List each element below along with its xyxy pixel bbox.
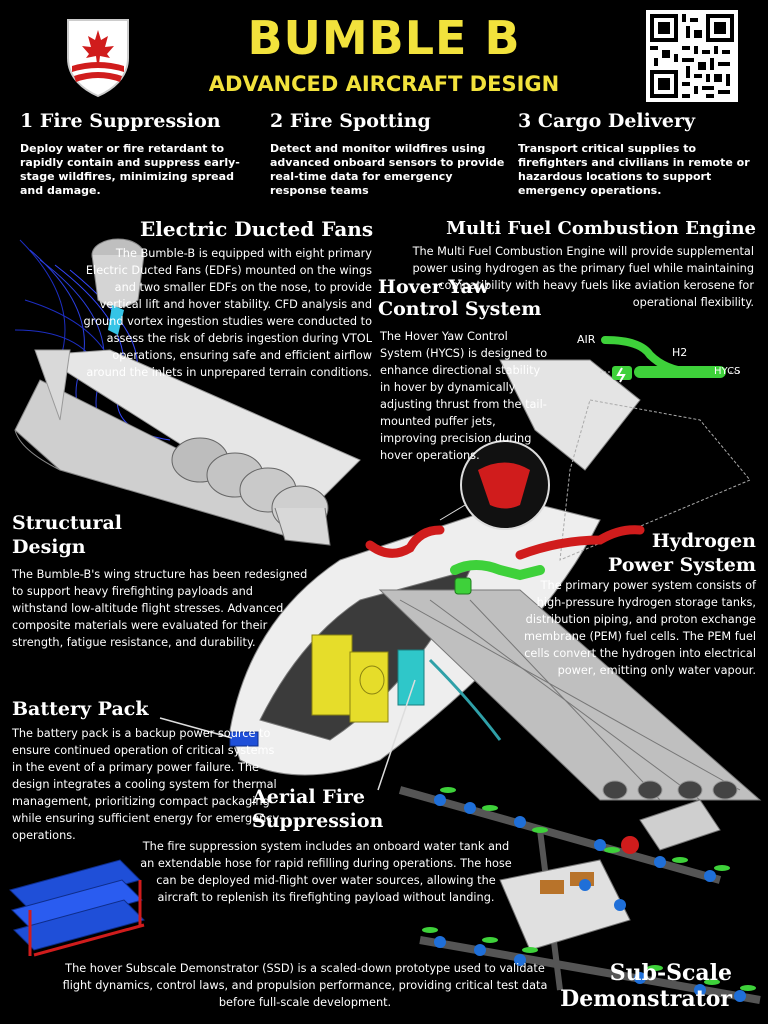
engine-diagram <box>600 336 742 383</box>
mission-heading-cargo-delivery: 3 Cargo Delivery <box>518 110 696 132</box>
hycs-red-pipe <box>365 525 445 558</box>
edf-text: The Bumble-B is equipped with eight prim… <box>83 247 372 379</box>
battery-heading: Battery Pack <box>12 698 149 720</box>
engine-text: The Multi Fuel Combustion Engine will pr… <box>412 245 754 309</box>
aerial-heading-line2: Suppression <box>252 810 384 832</box>
engine-label-h2: H2 <box>672 346 688 359</box>
page-subtitle: ADVANCED AIRCRAFT DESIGN <box>208 72 560 96</box>
engine-label-air: AIR <box>577 333 596 346</box>
extendable-hose <box>428 658 502 741</box>
logo-shield-icon <box>62 14 134 100</box>
hydrogen-heading-line2: Power System <box>608 554 756 576</box>
tail-fin <box>499 359 751 561</box>
qr-code-icon <box>646 10 738 102</box>
battery-pack-figure <box>9 859 145 957</box>
engine-label-hycs: HYCS <box>714 366 741 377</box>
water-tanks <box>311 634 425 723</box>
structural-text: The Bumble-B's wing structure has been r… <box>12 568 308 649</box>
aerial-heading-line1: Aerial Fire <box>252 786 366 808</box>
engine-heading: Multi Fuel Combustion Engine <box>446 218 756 239</box>
mission-text-fire-suppression: Deploy water or fire retardant to rapidl… <box>20 142 240 197</box>
hydrogen-text: The primary power system consists of hig… <box>524 579 756 677</box>
hycs-heading-line2: Control System <box>378 298 542 320</box>
subscale-motors <box>434 794 746 1002</box>
structural-heading-line2: Design <box>12 536 86 558</box>
mission-heading-fire-suppression: 1 Fire Suppression <box>20 110 221 132</box>
hydrogen-pipe <box>515 525 645 560</box>
subscale-propellers <box>422 787 756 991</box>
hycs-text: The Hover Yaw Control System (HYCS) is d… <box>380 330 548 462</box>
structural-heading-line1: Structural <box>12 512 123 534</box>
ssd-heading-line2: Demonstrator <box>560 986 732 1012</box>
hycs-heading-line1: Hover Yaw <box>378 276 490 298</box>
engine-in-aircraft <box>450 560 545 595</box>
edf-heading: Electric Ducted Fans <box>140 217 374 241</box>
aerial-text: The fire suppression system includes an … <box>140 840 512 904</box>
mission-text-cargo-delivery: Transport critical supplies to firefight… <box>518 142 750 197</box>
battery-in-aircraft <box>229 731 259 747</box>
right-wing <box>378 589 762 801</box>
ssd-heading-line1: Sub-Scale <box>609 960 732 986</box>
ssd-text: The hover Subscale Demonstrator (SSD) is… <box>62 962 548 1009</box>
mission-text-fire-spotting: Detect and monitor wildfires using advan… <box>270 142 505 197</box>
battery-text: The battery pack is a backup power sourc… <box>12 727 280 842</box>
hydrogen-heading-line1: Hydrogen <box>651 530 756 552</box>
hycs-nozzle-zoom <box>439 440 550 530</box>
wing-ducted-fans <box>171 437 331 546</box>
page-title: BUMBLE B <box>247 11 521 65</box>
mission-heading-fire-spotting: 2 Fire Spotting <box>270 110 431 132</box>
